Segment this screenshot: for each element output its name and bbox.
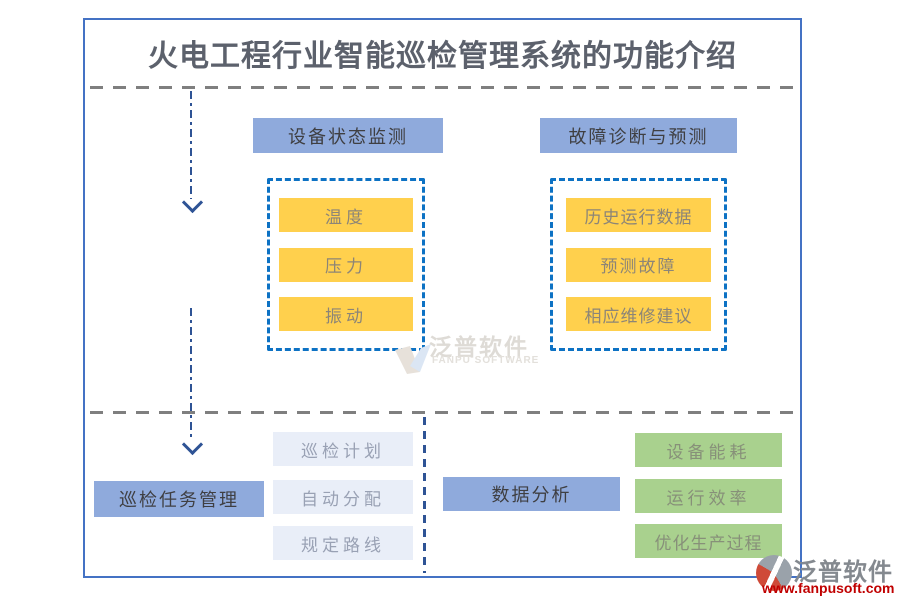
item-predict-fault: 预测故障 [566,247,711,282]
watermark: 泛普软件 FANPU SOFTWARE [391,326,541,378]
header-label: 设备状态监测 [288,126,408,147]
item-pressure: 压力 [279,247,413,282]
header-equipment-status-monitoring: 设备状态监测 [253,118,443,153]
bottom-divider-line [90,411,797,414]
header-inspection-task-management: 巡检任务管理 [94,481,264,517]
header-fault-diagnosis-prediction: 故障诊断与预测 [540,118,737,153]
watermark-subtitle: FANPU SOFTWARE [432,355,540,366]
header-label: 故障诊断与预测 [568,126,709,147]
monitoring-items-container: 温度 压力 振动 [267,178,425,351]
watermark-v-logo-icon [395,344,431,374]
vendor-logo-name: 泛普软件 [793,560,893,586]
diagram-title: 火电工程行业智能巡检管理系统的功能介绍 [148,40,737,73]
item-equipment-energy-consumption: 设备能耗 [635,433,782,467]
header-label: 数据分析 [491,485,572,505]
item-operation-efficiency: 运行效率 [635,479,782,513]
vendor-logo-circle-icon [756,555,792,591]
item-maintenance-suggestion: 相应维修建议 [566,297,711,331]
bottom-center-divider-line [423,417,426,573]
item-auto-assignment: 自动分配 [273,480,413,514]
vendor-logo-url: www.fanpusoft.com [762,580,895,596]
flow-arrow-1-line [190,91,192,199]
item-temperature: 温度 [279,198,413,232]
item-historical-operation-data: 历史运行数据 [566,198,711,232]
header-data-analysis: 数据分析 [443,477,620,511]
watermark-name: 泛普软件 [429,335,529,360]
vendor-logo: 泛普软件 www.fanpusoft.com [756,552,900,598]
item-optimize-production-process: 优化生产过程 [635,524,782,558]
item-inspection-plan: 巡检计划 [273,432,413,466]
item-vibration: 振动 [279,297,413,331]
flow-arrow-2-line [190,308,192,438]
top-divider-line [90,86,797,89]
header-label: 巡检任务管理 [119,490,239,510]
diagram-border [83,18,802,578]
diagnosis-items-container: 历史运行数据 预测故障 相应维修建议 [550,178,727,351]
item-specified-route: 规定路线 [273,526,413,560]
